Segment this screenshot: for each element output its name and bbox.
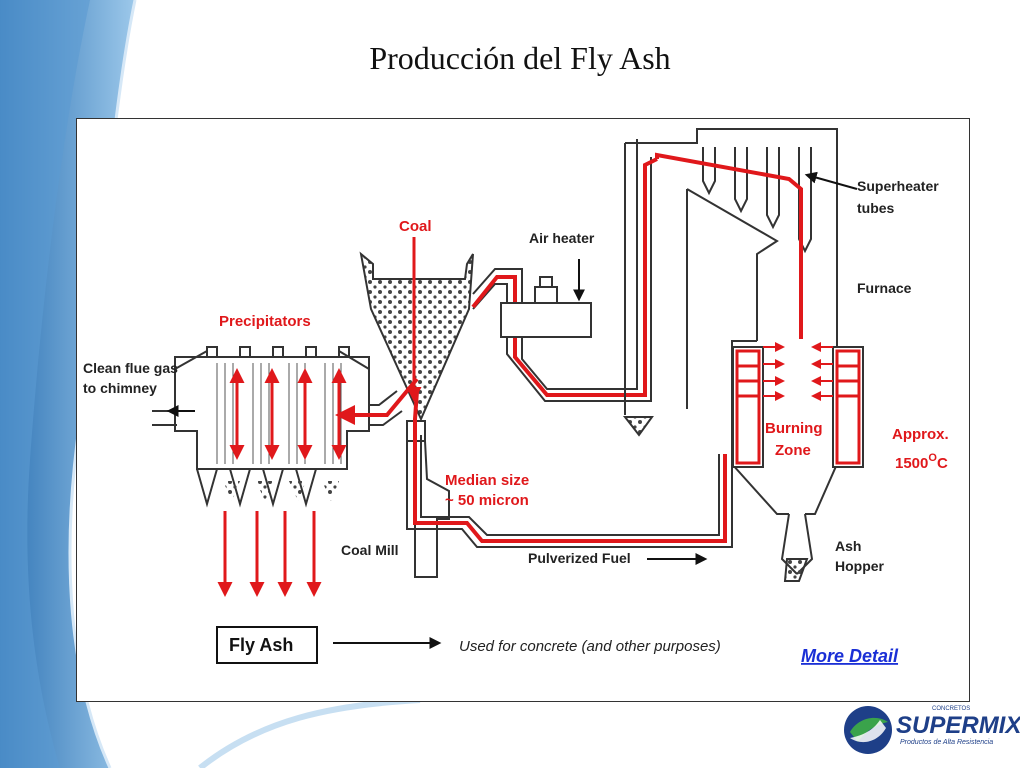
air-flow [471,157,658,397]
supermix-logo: CONCRETOS SUPERMIX Productos de Alta Res… [844,706,1020,754]
approx-temperature-value: 1500 [895,455,928,472]
furnace-label: Furnace [857,280,912,296]
approx-temperature-sup: O [928,452,937,464]
precipitator-flow-arrows [229,368,347,460]
air-heater-unit [500,276,592,338]
burner-injection-arrows [763,342,833,401]
ash-hopper-label-line2: Hopper [835,558,885,574]
pulverized-fuel-label: Pulverized Fuel [528,550,631,566]
burner-flow-outline [735,349,861,465]
air-duct [472,139,652,402]
air-heater-label: Air heater [529,230,595,246]
clean-flue-label-line1: Clean flue gas [83,360,178,376]
logo-small-text: CONCRETOS [932,706,970,712]
superheater-tubes [702,147,812,254]
clean-flue-label-line2: to chimney [83,380,157,396]
pulverized-fuel-flow [413,390,727,543]
coal-mill-label: Coal Mill [341,542,399,558]
burning-zone-label-line2: Zone [775,442,811,459]
fly-ash-production-diagram: Coal Air heater Superheater tubes Furnac… [83,128,949,666]
precipitators-label: Precipitators [219,313,311,330]
used-for-label: Used for concrete (and other purposes) [459,638,721,655]
superheater-label-line2: tubes [857,200,895,216]
diagram-frame: Coal Air heater Superheater tubes Furnac… [76,118,970,702]
median-size-label-line2: ~ 50 micron [445,492,529,509]
economizer-hopper [622,416,654,437]
coal-label: Coal [399,218,432,235]
ash-hopper-label-line1: Ash [835,538,861,554]
flue-duct [369,390,403,426]
logo-brand: SUPERMIX [896,712,1020,739]
approx-temperature-label: 1500OC [895,452,948,472]
more-detail-link[interactable]: More Detail [801,646,899,666]
coal-hopper [359,251,474,422]
approx-temperature-unit: C [937,455,948,472]
superheater-pointer [804,171,858,190]
ash-hopper-unit [783,558,809,582]
logo-tagline: Productos de Alta Resistencia [900,739,993,746]
fly-ash-label: Fly Ash [229,635,293,655]
pulverized-fuel-duct [406,435,733,548]
fly-ash-drop-arrows [217,511,322,597]
median-size-label-line1: Median size [445,472,529,489]
approx-label-line1: Approx. [892,426,949,443]
superheater-flow [655,152,803,339]
precipitator-hoppers [223,481,339,501]
superheater-label-line1: Superheater [857,178,939,194]
burning-zone-label-line1: Burning [765,420,823,437]
page-title: Producción del Fly Ash [369,40,671,76]
fly-ash-box [216,626,318,664]
